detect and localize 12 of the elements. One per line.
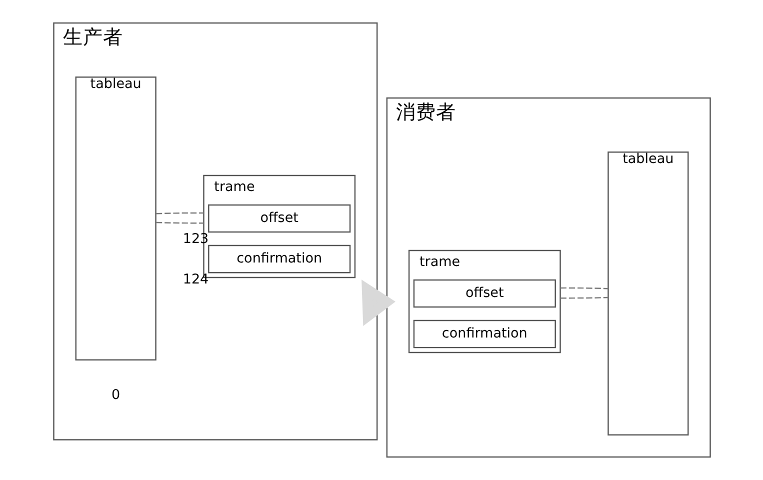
node-box: offset [412, 279, 556, 308]
node-box: offset [208, 204, 350, 233]
node-box: tableau [74, 76, 156, 360]
connector [560, 287, 608, 290]
node-box: confirmation [412, 320, 556, 348]
connector [156, 222, 204, 224]
node-box: confirmation [208, 244, 350, 274]
connector [560, 296, 608, 299]
label: 0 [111, 386, 120, 403]
arrow [361, 280, 395, 326]
node-box: tableau [607, 151, 688, 436]
connector [156, 212, 204, 214]
